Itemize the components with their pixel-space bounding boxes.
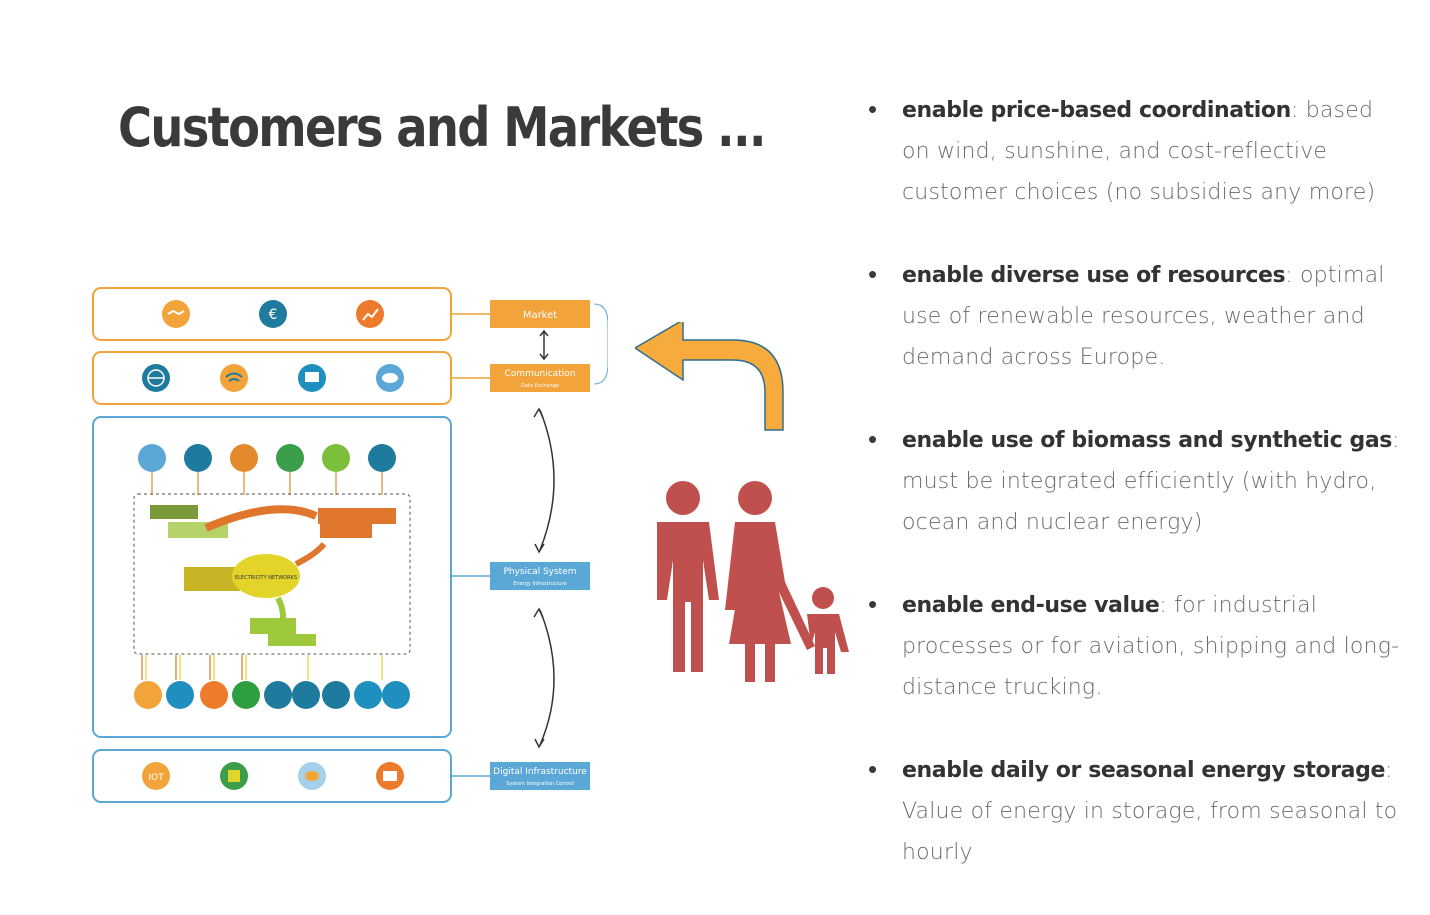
physical-label-box — [490, 562, 590, 590]
market-label: Market — [523, 310, 557, 321]
car-icon — [322, 681, 350, 709]
iot-label: IOT — [148, 773, 164, 783]
cloud-icon — [376, 364, 404, 392]
svg-text:€: € — [269, 307, 278, 323]
monitor-icon — [376, 762, 404, 790]
customer-family-group — [635, 322, 849, 682]
appliance-icon — [166, 681, 194, 709]
return-arrow-icon — [635, 322, 784, 431]
ship-icon — [354, 681, 382, 709]
digital-sublabel: System Integration Control — [506, 781, 573, 787]
bus-icon — [292, 681, 320, 709]
screen-icon — [298, 364, 326, 392]
family-icon — [657, 481, 849, 682]
euro-icon: € — [259, 300, 287, 328]
market-label-box — [490, 300, 590, 328]
bullet-heading: enable diverse use of resources — [902, 263, 1286, 288]
biomass-icon — [230, 444, 258, 472]
bullet-heading: enable price-based coordination — [902, 98, 1291, 123]
communication-label: Communication — [505, 369, 576, 379]
digital-label: Digital Infrastructure — [493, 767, 587, 777]
trend-icon — [356, 300, 384, 328]
center-label: ELECTRICITY NETWORKS — [235, 575, 297, 581]
bullet-text: : optimal use of renewable resources, we… — [902, 263, 1385, 370]
fuel-icon — [322, 444, 350, 472]
home-icon — [134, 681, 162, 709]
communication-sublabel: Data Exchange — [521, 383, 559, 389]
hydro-icon — [276, 444, 304, 472]
physical-label: Physical System — [503, 567, 576, 577]
physical-sublabel: Energy Infrastructure — [513, 581, 566, 587]
bullet-text: : must be integrated efficiently (with h… — [902, 428, 1400, 535]
bullet-text: : Value of energy in storage, from seaso… — [902, 758, 1398, 865]
iot-icon: IOT — [142, 762, 170, 790]
solar-icon — [184, 444, 212, 472]
train-icon — [264, 681, 292, 709]
cloud-data-icon — [298, 762, 326, 790]
handshake-icon — [162, 300, 190, 328]
plane-icon — [382, 681, 410, 709]
bullet-item: enable use of biomass and synthetic gas:… — [868, 420, 1408, 543]
globe-icon — [142, 364, 170, 392]
nuclear-icon — [368, 444, 396, 472]
bullet-item: enable price-based coordination: based o… — [868, 90, 1408, 213]
communication-label-box — [490, 364, 590, 392]
bullet-item: enable end-use value: for industrial pro… — [868, 585, 1408, 708]
bullet-text: : based on wind, sunshine, and cost-refl… — [902, 98, 1376, 205]
bullet-item: enable daily or seasonal energy storage:… — [868, 750, 1408, 873]
bullet-heading: enable daily or seasonal energy storage — [902, 758, 1385, 783]
energy-system-diagram: € Market Communication Data Exchange ELE… — [92, 287, 608, 803]
bullet-list: enable price-based coordination: based o… — [868, 90, 1408, 915]
bullet-heading: enable end-use value — [902, 593, 1160, 618]
slide-title: Customers and Markets ... — [118, 96, 767, 159]
industry-icon — [200, 681, 228, 709]
bullet-text: : for industrial processes or for aviati… — [902, 593, 1400, 700]
wind-icon — [138, 444, 166, 472]
digital-label-box — [490, 762, 590, 790]
electricity-networks-node — [232, 554, 300, 598]
bullet-heading: enable use of biomass and synthetic gas — [902, 428, 1392, 453]
wifi-icon — [220, 364, 248, 392]
agri-icon — [232, 681, 260, 709]
bullet-item: enable diverse use of resources: optimal… — [868, 255, 1408, 378]
chip-icon — [220, 762, 248, 790]
